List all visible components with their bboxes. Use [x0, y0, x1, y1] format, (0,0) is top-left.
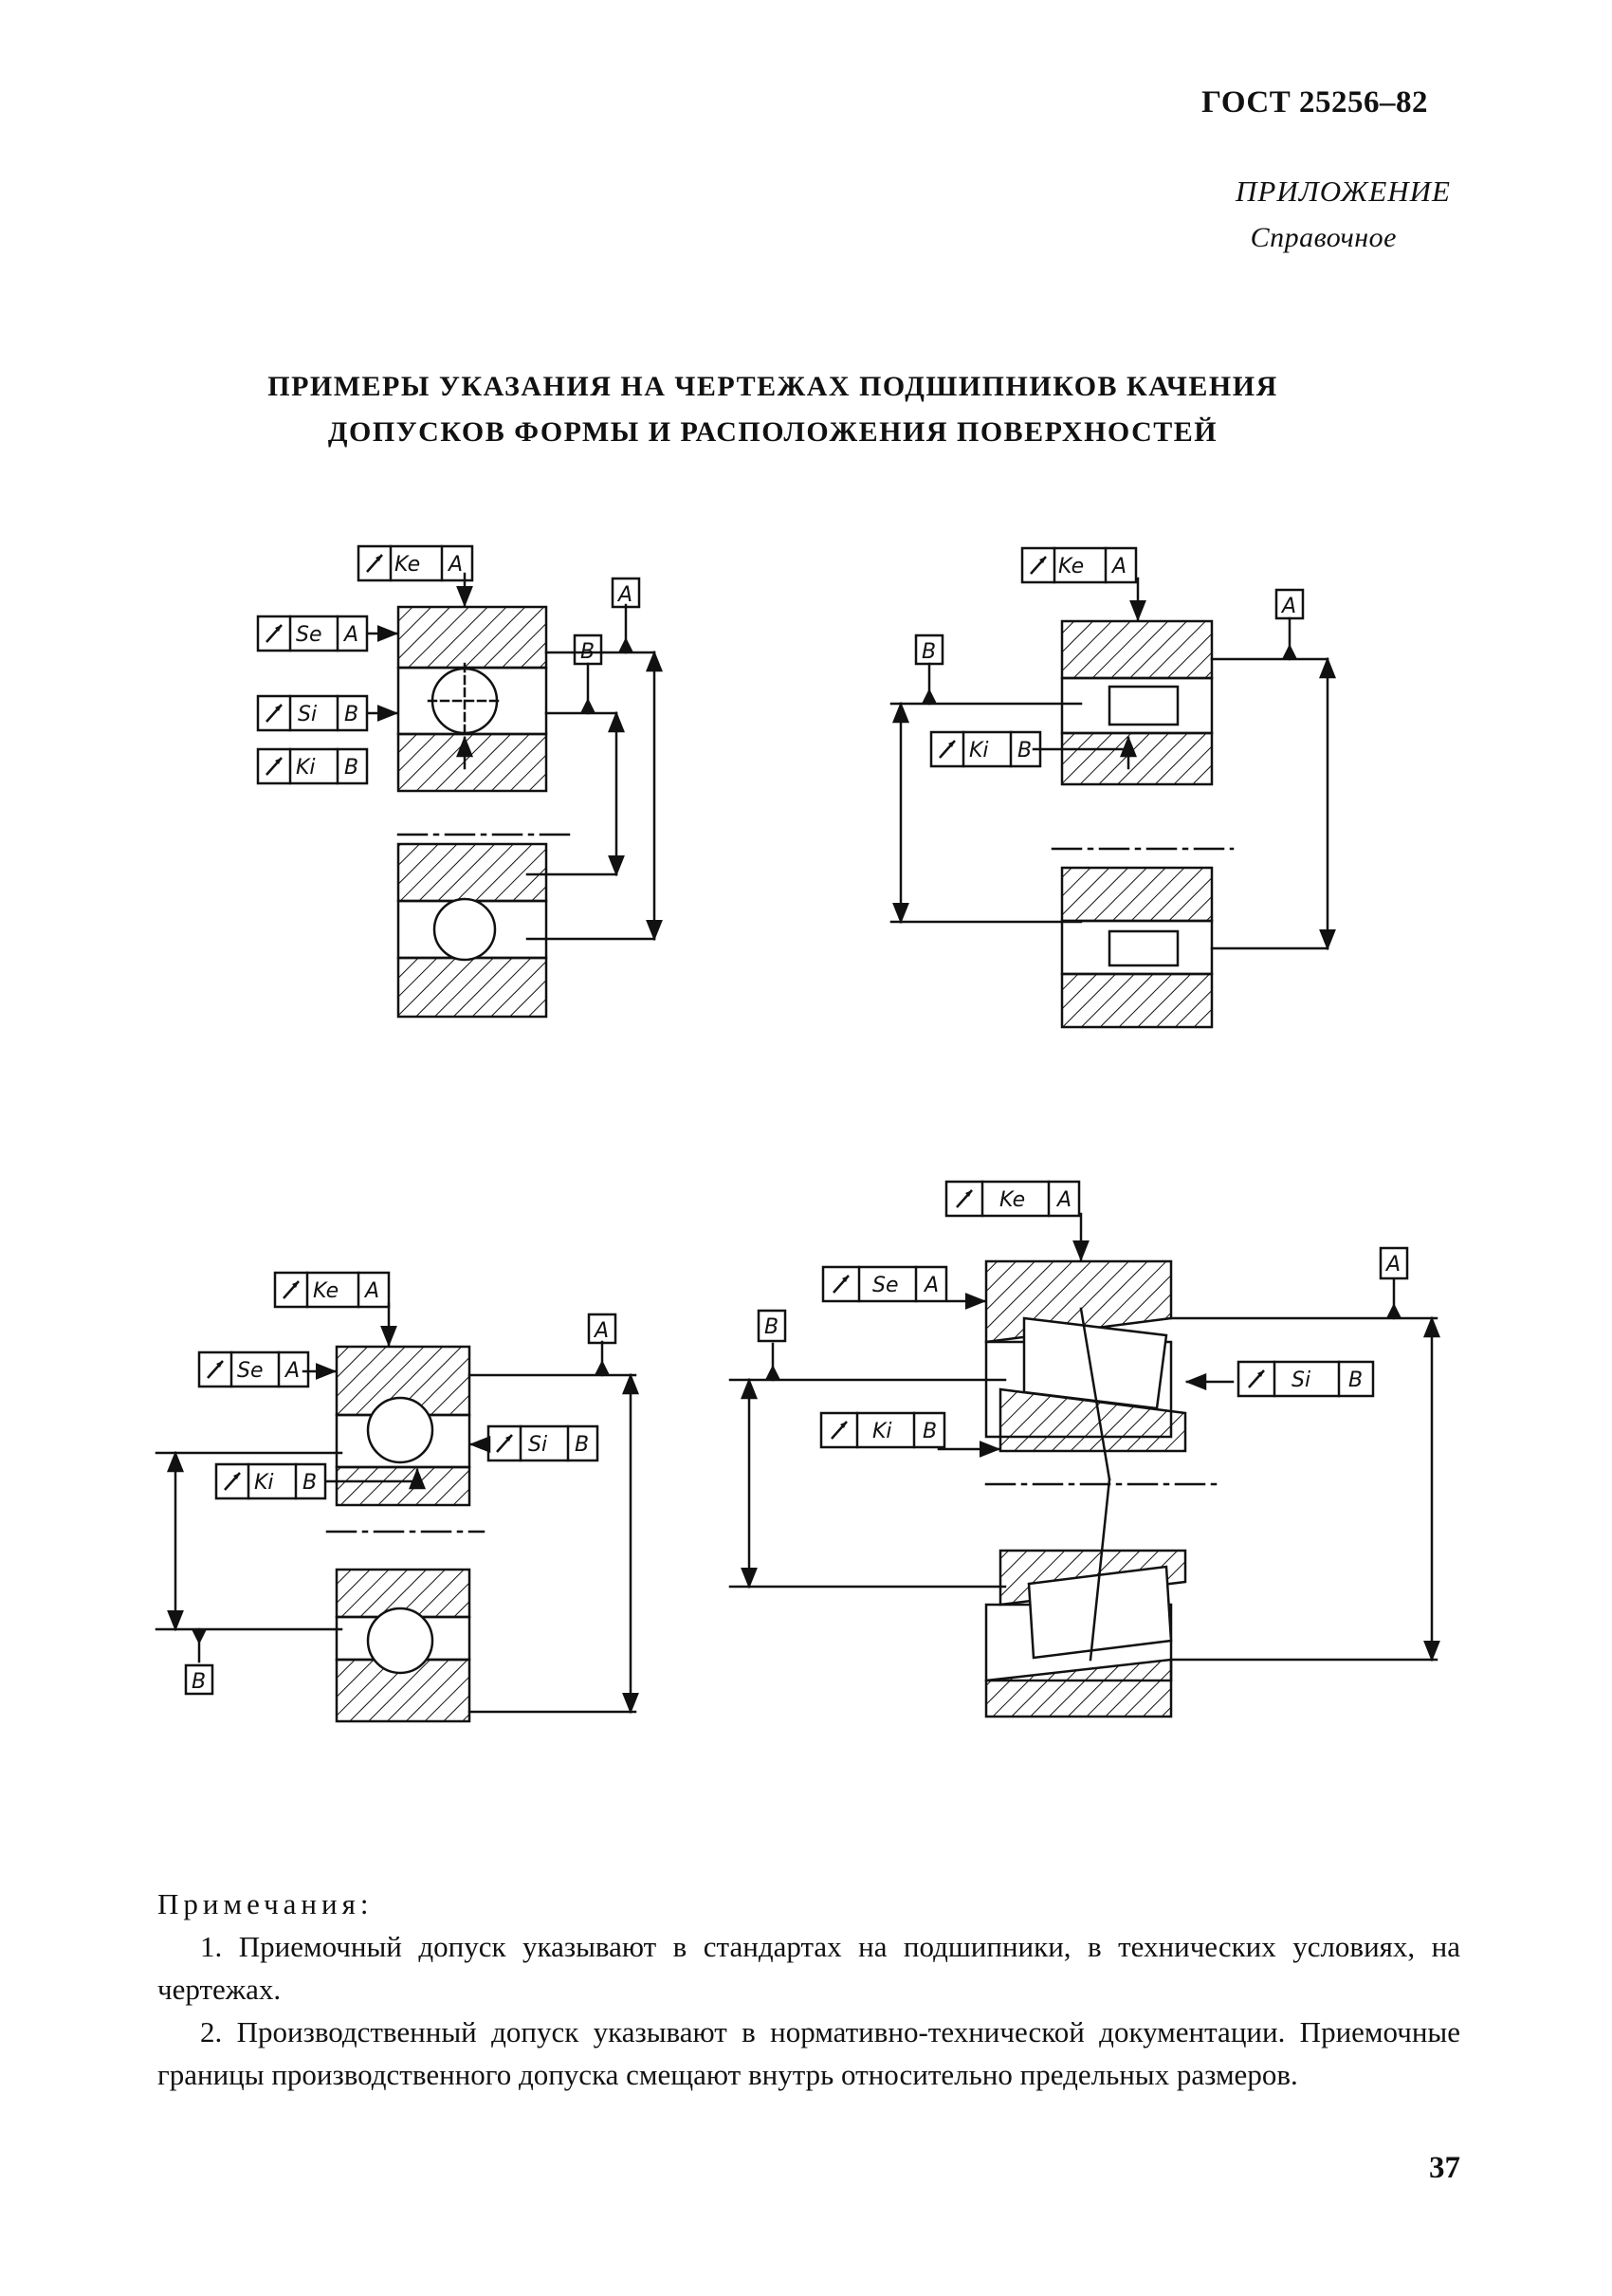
label-d2-ke-base: A [1110, 555, 1127, 579]
frame-d1-se [256, 615, 369, 652]
frame-d3-ke [273, 1271, 391, 1309]
frame-d3-si [486, 1424, 599, 1462]
frame-d1-ke [357, 544, 474, 582]
label-d3-si-base: B [575, 1433, 589, 1457]
frame-d4-se [821, 1265, 948, 1303]
label-d1-si-base: B [344, 703, 358, 726]
label-d1-se: Se [296, 623, 322, 647]
frame-d2-ki [929, 730, 1042, 768]
title-line-1: ПРИМЕРЫ УКАЗАНИЯ НА ЧЕРТЕЖАХ ПОДШИПНИКОВ… [267, 371, 1278, 402]
frame-d1-si [256, 694, 369, 732]
page-number: 37 [1429, 2151, 1460, 2185]
note-1: 1. Приемочный допуск указывают в стандар… [157, 1930, 1460, 2006]
label-d4-se-base: A [923, 1274, 939, 1297]
label-d2-ki-base: B [1017, 739, 1032, 762]
notes: Примечания: 1. Приемочный допуск указыва… [157, 1883, 1460, 2096]
frame-d3-ki [214, 1462, 327, 1500]
label-d2-ke: Ke [1058, 555, 1084, 579]
datum-triangles [192, 637, 1401, 1644]
label-d4-ke: Ke [999, 1188, 1025, 1212]
label-d1-datum-a: A [616, 583, 632, 607]
label-d2-datum-b: B [922, 640, 936, 664]
label-d4-ki: Ki [872, 1420, 892, 1443]
label-d1-ke-base: A [447, 553, 463, 577]
label-d3-datum-a: A [593, 1319, 609, 1343]
label-d4-si: Si [1291, 1368, 1310, 1392]
notes-heading: Примечания: [157, 1887, 374, 1920]
label-d3-ke-base: A [363, 1279, 379, 1303]
label-d3-si: Si [528, 1433, 547, 1457]
label-d1-ki-base: B [344, 756, 358, 780]
page-title: ПРИМЕРЫ УКАЗАНИЯ НА ЧЕРТЕЖАХ ПОДШИПНИКОВ… [0, 364, 1612, 455]
drawing-2 [889, 577, 1336, 1029]
frame-d3-se [197, 1350, 310, 1388]
label-d1-si: Si [298, 703, 317, 726]
label-d1-ke: Ke [394, 553, 420, 577]
label-d3-ki: Ki [254, 1471, 274, 1495]
label-d4-datum-a: A [1384, 1253, 1401, 1277]
bearing-drawings: Ke A Se A Si B Ki B A B Ke A Ki B A B Ke… [155, 544, 1440, 1723]
drawing-4 [728, 1212, 1440, 1718]
note-2: 2. Производственный допуск указывают в н… [157, 2015, 1460, 2091]
standard-number: ГОСТ 25256–82 [1201, 85, 1428, 119]
label-d1-datum-b: B [580, 640, 595, 664]
label-d1-se-base: A [342, 623, 358, 647]
frame-d4-ke [944, 1180, 1081, 1218]
label-d4-si-base: B [1348, 1368, 1363, 1392]
label-d3-se: Se [237, 1359, 264, 1383]
label-d3-se-base: A [284, 1359, 300, 1383]
appendix-label: ПРИЛОЖЕНИЕ [1236, 174, 1451, 208]
label-d4-datum-b: B [764, 1315, 779, 1339]
label-d2-datum-a: A [1280, 595, 1296, 618]
label-d4-se: Se [872, 1274, 899, 1297]
label-d3-datum-b: B [192, 1670, 206, 1694]
drawing-1 [366, 572, 663, 1019]
frame-d4-ki [819, 1411, 946, 1449]
frame-d1-ki [256, 747, 369, 785]
label-d4-ke-base: A [1055, 1188, 1072, 1212]
frame-d4-si [1236, 1360, 1375, 1398]
label-d1-ki: Ki [296, 756, 316, 780]
label-d3-ke: Ke [313, 1279, 339, 1303]
label-d4-ki-base: B [923, 1420, 937, 1443]
drawing-3 [155, 1302, 639, 1723]
label-d2-ki: Ki [969, 739, 989, 762]
title-line-2: ДОПУСКОВ ФОРМЫ И РАСПОЛОЖЕНИЯ ПОВЕРХНОСТ… [327, 416, 1218, 448]
appendix-type: Справочное [1250, 222, 1397, 253]
label-d3-ki-base: B [302, 1471, 317, 1495]
frame-d2-ke [1020, 546, 1138, 584]
frame-labels: Ke A Se A Si B Ki B A B Ke A Ki B A B Ke… [192, 553, 1401, 1694]
